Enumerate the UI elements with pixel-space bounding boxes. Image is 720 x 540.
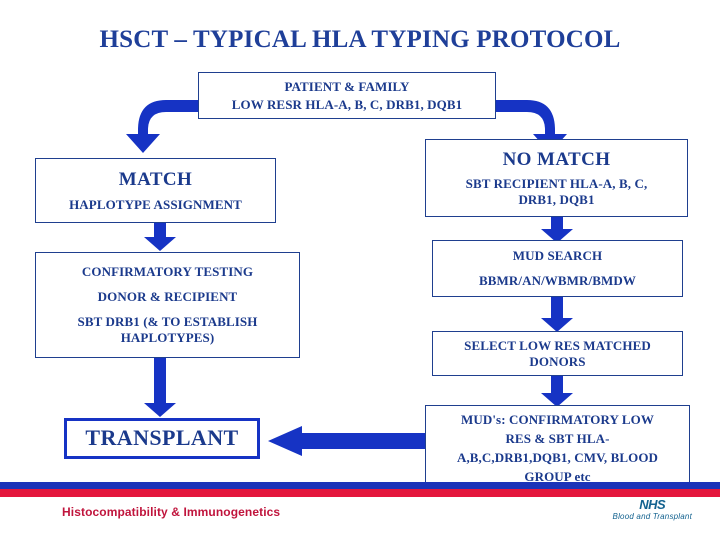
nomatch-heading: NO MATCH <box>502 149 611 171</box>
muds-line-1: MUD's: CONFIRMATORY LOW <box>461 412 654 427</box>
confirm-line-3: SBT DRB1 (& TO ESTABLISH <box>77 314 258 329</box>
flow-box-patient-family[interactable]: PATIENT & FAMILY LOW RESR HLA-A, B, C, D… <box>198 72 496 119</box>
flow-box-match[interactable]: MATCH HAPLOTYPE ASSIGNMENT <box>35 158 276 223</box>
flow-box-muds-confirmatory[interactable]: MUD's: CONFIRMATORY LOW RES & SBT HLA- A… <box>425 405 690 485</box>
flow-box-no-match[interactable]: NO MATCH SBT RECIPIENT HLA-A, B, C, DRB1… <box>425 139 688 217</box>
nomatch-line-1: SBT RECIPIENT HLA-A, B, C, <box>465 176 648 192</box>
footer-bar-red <box>0 489 720 497</box>
confirm-line-1: CONFIRMATORY TESTING <box>81 264 254 280</box>
flow-box-transplant[interactable]: TRANSPLANT <box>64 418 260 459</box>
arrow-down-icon-mud-search <box>540 297 574 333</box>
page-title: HSCT – TYPICAL HLA TYPING PROTOCOL <box>99 26 621 53</box>
muds-line-3: A,B,C,DRB1,DQB1, CMV, BLOOD <box>456 449 659 465</box>
muds-line-2: RES & SBT HLA- <box>505 430 610 446</box>
transplant-heading: TRANSPLANT <box>85 425 239 451</box>
arrow-down-icon-confirmatory <box>143 358 177 418</box>
flow-box-mud-search[interactable]: MUD SEARCH BBMR/AN/WBMR/BMDW <box>432 240 683 297</box>
match-heading: MATCH <box>118 169 193 191</box>
footer-bar-blue <box>0 482 720 489</box>
arrow-down-icon-no-match <box>540 216 574 244</box>
match-line-1: HAPLOTYPE ASSIGNMENT <box>69 196 242 212</box>
nhs-wordmark: NHS <box>639 497 666 512</box>
arrow-left-icon-to-transplant <box>268 424 426 458</box>
mud-line-1: MUD SEARCH <box>512 248 603 264</box>
select-line-2: DONORS <box>529 353 586 369</box>
flow-box-select-low-res-donors[interactable]: SELECT LOW RES MATCHED DONORS <box>432 331 683 376</box>
arrow-down-icon-select-donors <box>540 376 574 408</box>
select-line-1: SELECT LOW RES MATCHED <box>464 337 651 353</box>
patient-line-1: PATIENT & FAMILY <box>284 78 410 94</box>
mud-line-2: BBMR/AN/WBMR/BMDW <box>479 273 636 288</box>
nhs-subtitle: Blood and Transplant <box>612 512 692 521</box>
confirm-line-2: DONOR & RECIPIENT <box>97 289 238 305</box>
footer-department-label: Histocompatibility & Immunogenetics <box>62 505 281 519</box>
nhs-logo: NHS Blood and Transplant <box>613 498 692 522</box>
confirm-line-4: HAPLOTYPES) <box>120 329 215 345</box>
elbow-arrow-down-left-icon <box>126 98 206 154</box>
arrow-down-icon-match <box>143 223 177 252</box>
nomatch-line-2: DRB1, DQB1 <box>518 192 595 208</box>
patient-line-2: LOW RESR HLA-A, B, C, DRB1, DQB1 <box>231 96 463 112</box>
flow-box-confirmatory-testing[interactable]: CONFIRMATORY TESTING DONOR & RECIPIENT S… <box>35 252 300 358</box>
muds-line-4: GROUP etc <box>524 468 591 484</box>
